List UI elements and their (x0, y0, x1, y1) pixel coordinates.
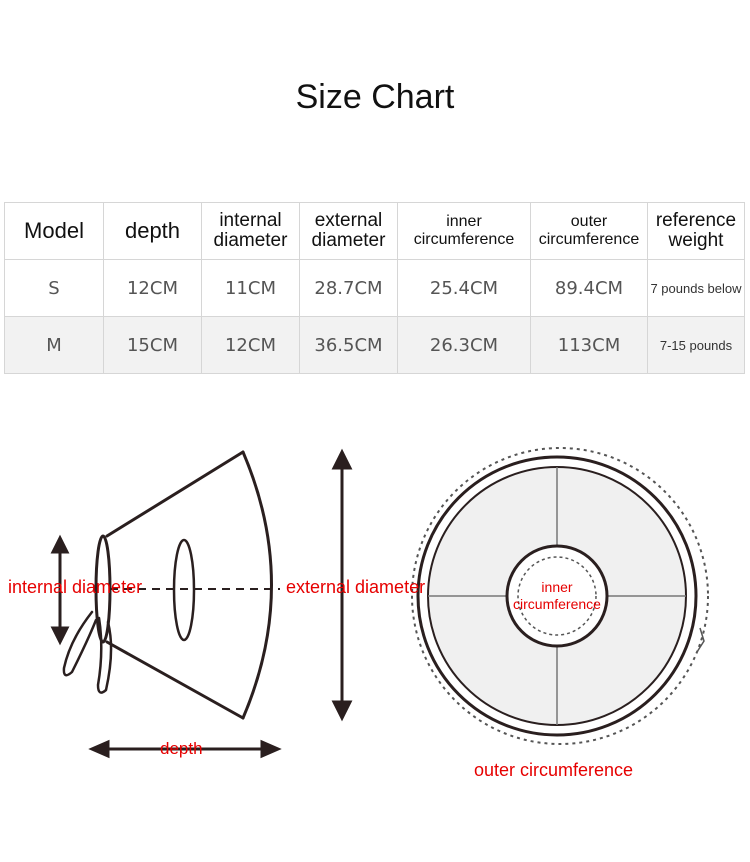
arrow-head-right (260, 739, 282, 759)
header-inner-circumference: inner circumference (397, 202, 531, 260)
label-outer-circumference: outer circumference (474, 760, 634, 780)
arrow-tip-icon (696, 627, 705, 653)
outer-circumference-dashed (411, 447, 709, 745)
cell-internal-diameter: 11CM (201, 259, 300, 317)
cone-collar-front-view (411, 447, 709, 745)
table-row: S 12CM 11CM 28.7CM 25.4CM 89.4CM 7 pound… (4, 259, 745, 317)
label-inner-circumference: inner circumference (513, 579, 601, 612)
arrow-head-up (331, 448, 353, 470)
cell-external-diameter: 28.7CM (299, 259, 398, 317)
label-internal-diameter: internal diameter (8, 577, 143, 597)
label-depth: depth (160, 739, 203, 758)
header-external-diameter: external diameter (299, 202, 398, 260)
header-internal-diameter: internal diameter (201, 202, 300, 260)
cell-model: M (4, 316, 104, 374)
cone-bottom-edge (105, 640, 245, 720)
header-reference-weight: reference weight (647, 202, 745, 260)
cell-reference-weight: 7 pounds below (647, 259, 745, 317)
cell-inner-circumference: 25.4CM (397, 259, 531, 317)
inner-circumference-dashed (517, 556, 597, 636)
cell-depth: 12CM (103, 259, 202, 317)
label-external-diameter: external diameter (286, 577, 426, 597)
tie-string-right (96, 616, 113, 694)
size-chart-table: Model depth internal diameter external d… (4, 202, 745, 374)
cone-rim (241, 450, 273, 720)
tie-string-left (62, 610, 98, 677)
arrow-head-up (50, 534, 70, 554)
arrows (50, 448, 353, 759)
cell-inner-circumference: 26.3CM (397, 316, 531, 374)
cell-outer-circumference: 113CM (530, 316, 648, 374)
cell-model: S (4, 259, 104, 317)
cell-reference-weight: 7-15 pounds (647, 316, 745, 374)
page-title: Size Chart (295, 78, 455, 116)
cell-external-diameter: 36.5CM (299, 316, 398, 374)
table-header-row: Model depth internal diameter external d… (4, 202, 745, 260)
header-outer-circumference: outer circumference (530, 202, 648, 260)
table-row: M 15CM 12CM 36.5CM 26.3CM 113CM 7-15 pou… (4, 316, 745, 374)
arrow-head-down (50, 626, 70, 646)
cone-top-edge (105, 450, 245, 538)
cell-depth: 15CM (103, 316, 202, 374)
arrow-head-left (88, 739, 110, 759)
arrow-head-down (331, 700, 353, 722)
header-model: Model (4, 202, 104, 260)
cell-internal-diameter: 12CM (201, 316, 300, 374)
